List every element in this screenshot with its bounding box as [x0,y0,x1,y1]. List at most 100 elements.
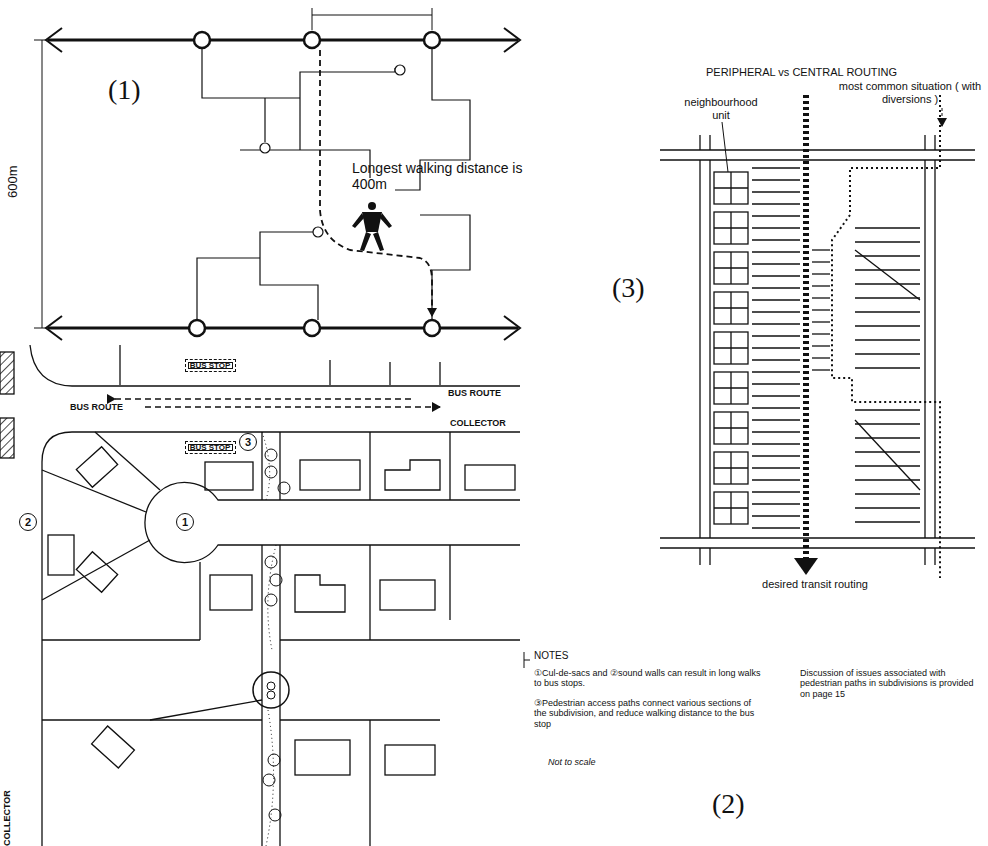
lot-line [752,455,800,456]
callout-text: 1 [182,516,188,528]
note-text: ①Cul-de-sacs and ②sound walls can result… [534,668,764,689]
lot-line [714,387,748,388]
lot-block [714,172,748,204]
lot-line [855,353,920,354]
bus-stop-box: BUS STOP [185,441,236,454]
lot-line [752,299,800,300]
lot-line [812,297,830,298]
lot-line [812,333,830,334]
lot-line [714,227,748,228]
lot-line [714,267,748,268]
lot-line [855,227,920,228]
lot-line [714,187,748,188]
callout-text: 2 [25,516,31,528]
lot-line [855,423,920,424]
route-label: BUS ROUTE [70,402,123,412]
route-label: BUS ROUTE [448,388,501,398]
lot-line [855,493,920,494]
callout-text: 3 [245,436,251,448]
lot-line [714,307,748,308]
lot-line [812,369,830,370]
lot-line [855,409,920,410]
lot-line [752,491,800,492]
lot-line [752,443,800,444]
lot-line [752,407,800,408]
lot-line [752,431,800,432]
lot-line [714,427,748,428]
bus-stop-text: BUS STOP [190,443,231,452]
lot-block [714,212,748,244]
lot-line [752,383,800,384]
lot-line [812,345,830,346]
lot-line [855,465,920,466]
annotation: most common situation ( with diversions … [835,80,985,105]
panel-title: PERIPHERAL vs CENTRAL ROUTING [706,66,897,79]
annotation: desired transit routing [760,578,870,591]
road-label: COLLECTOR [450,418,506,428]
lot-line [855,283,920,284]
lot-line [812,309,830,310]
lot-line [714,467,748,468]
annotation: neighbourhood unit [676,96,766,121]
lot-line [812,249,830,250]
lot-line [752,263,800,264]
lot-line [855,339,920,340]
lot-line [752,323,800,324]
lot-line [812,261,830,262]
pedestrian-figure [352,202,392,251]
lot-block [714,292,748,324]
panel-number: (1) [108,74,141,106]
lot-block [714,252,748,284]
reference-note: Discussion of issues associated with ped… [800,668,980,699]
lot-line [855,241,920,242]
lot-line [752,419,800,420]
lot-block [714,372,748,404]
lot-line [752,227,800,228]
annotation: Longest walking distance is 400m [352,160,542,192]
lot-line [752,359,800,360]
lot-line [855,311,920,312]
lot-line [752,347,800,348]
lot-line [812,321,830,322]
lot-line [752,275,800,276]
lot-block [714,332,748,364]
lot-line [855,255,920,256]
lot-line [752,467,800,468]
callout-number: 3 [239,433,257,451]
lot-line [855,269,920,270]
notes-heading: NOTES [534,650,568,662]
lot-line [752,515,800,516]
scale-note: Not to scale [548,757,596,767]
lot-line [812,285,830,286]
panel-number: (2) [712,788,745,820]
lot-block [714,412,748,444]
lot-line [752,167,800,168]
lot-line [855,297,920,298]
panel-number: (3) [612,272,645,304]
routing-diagram [660,95,975,578]
callout-number: 1 [176,513,194,531]
bus-stop-text: BUS STOP [190,361,231,370]
road-label: COLLECTOR [2,790,12,846]
lot-line [855,437,920,438]
lot-line [812,357,830,358]
lot-line [714,347,748,348]
lot-line [812,273,830,274]
subdivision-plan [0,345,530,846]
lot-line [752,179,800,180]
lot-line [855,325,920,326]
callout-number: 2 [19,513,37,531]
lot-block [714,452,748,484]
lot-line [752,287,800,288]
lot-line [752,311,800,312]
lot-line [855,451,920,452]
lot-line [855,507,920,508]
lot-line [855,420,920,490]
lot-line [752,251,800,252]
lot-line [752,527,800,528]
bus-stop-box: BUS STOP [185,359,236,372]
lot-line [752,203,800,204]
lot-line [855,521,920,522]
note-text: ③Pedestrian access paths connect various… [534,698,764,729]
lot-line [855,367,920,368]
